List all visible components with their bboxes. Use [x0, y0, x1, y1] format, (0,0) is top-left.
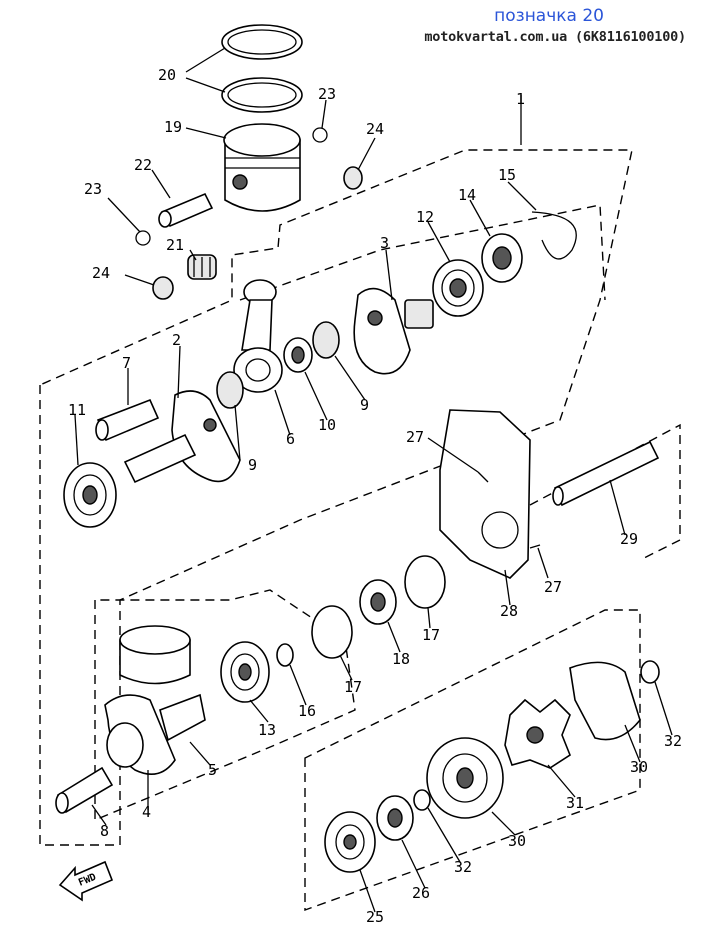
callout-label: 20: [158, 66, 176, 84]
callout-label: 27: [406, 428, 424, 446]
oil-seal-17-left: [311, 605, 353, 659]
callout-label: 10: [318, 416, 336, 434]
coupling-housing-30-left: [426, 737, 504, 819]
callout-label: 21: [166, 236, 184, 254]
callout-label: 25: [366, 908, 384, 926]
callout-label: 3: [380, 234, 389, 252]
bearing-11: [63, 462, 117, 528]
dowel-pin-upper: [477, 471, 489, 483]
washer-top: [343, 166, 363, 190]
leader-lines: [74, 47, 673, 913]
ring-16: [276, 643, 294, 667]
group-outline-lower-right: [304, 609, 641, 911]
callout-label: 28: [500, 602, 518, 620]
callout-label: 23: [84, 180, 102, 198]
source-watermark: motokvartal.com.ua (6K8116100100): [424, 29, 686, 45]
callout-label: 18: [392, 650, 410, 668]
callout-label: 26: [412, 884, 430, 902]
callout-label: 22: [134, 156, 152, 174]
snap-ring-15: [531, 211, 577, 260]
gasket-28-bore: [481, 511, 519, 549]
crank-bearing-10: [283, 337, 313, 373]
callout-label: 14: [458, 186, 476, 204]
washer-9-right: [312, 321, 340, 359]
piston-rings: [221, 24, 303, 113]
circlip-top: [312, 127, 328, 143]
crank-pin-8: [55, 766, 114, 814]
needle-bearing: [187, 254, 217, 280]
group-outline-crank: [239, 204, 606, 301]
callout-label: 9: [248, 456, 257, 474]
callout-label: 4: [142, 803, 151, 821]
page-title: позначка 20: [494, 6, 604, 26]
connecting-rod: [233, 279, 283, 393]
callout-label: 7: [122, 354, 131, 372]
callout-label: 19: [164, 118, 182, 136]
callout-label: 12: [416, 208, 434, 226]
crank-assembly-lower: [104, 625, 206, 776]
callout-label: 2: [172, 331, 181, 349]
washer-32-left: [413, 789, 431, 811]
callout-label: 1: [516, 90, 525, 108]
bearing-13: [220, 641, 270, 703]
callout-label: 11: [68, 401, 86, 419]
crank-pin-7: [95, 398, 160, 442]
washer-9-left: [216, 371, 244, 409]
callout-label: 24: [92, 264, 110, 282]
damper-31: [504, 698, 571, 769]
callout-label: 23: [318, 85, 336, 103]
callout-label: 29: [620, 530, 638, 548]
callout-label: 6: [286, 430, 295, 448]
piston-pin: [158, 192, 214, 228]
washer-left: [152, 276, 174, 300]
drive-shaft-29: [552, 440, 660, 507]
callout-label: 30: [508, 832, 526, 850]
group-outline-lower-left: [94, 589, 356, 822]
shaft-outline-29: [529, 423, 681, 561]
crankshaft-half-2: [123, 390, 241, 484]
callout-label: 9: [360, 396, 369, 414]
callout-label: 24: [366, 120, 384, 138]
crankshaft-half-3: [353, 287, 434, 375]
callout-label: 13: [258, 721, 276, 739]
callout-label: 32: [664, 732, 682, 750]
callout-label: 32: [454, 858, 472, 876]
circlip-left: [135, 230, 151, 246]
callout-label: 16: [298, 702, 316, 720]
oil-seal-17-right: [404, 555, 446, 609]
callout-label: 17: [344, 678, 362, 696]
oil-seal-14: [481, 233, 523, 283]
forward-arrow: FWD: [58, 860, 114, 902]
bearing-12: [432, 259, 484, 317]
callout-label: 27: [544, 578, 562, 596]
bearing-18: [359, 579, 397, 625]
callout-label: 5: [208, 761, 217, 779]
coupling-housing-30-right: [569, 661, 641, 741]
piston: [223, 123, 301, 212]
callout-label: 8: [100, 822, 109, 840]
callout-label: 31: [566, 794, 584, 812]
callout-label: 17: [422, 626, 440, 644]
dowel-pin-lower: [529, 544, 541, 549]
callout-label: 15: [498, 166, 516, 184]
callout-label: 30: [630, 758, 648, 776]
bearing-25: [324, 811, 376, 873]
callout-labels: 1 2 3 4 5 6 7 8 9 9 10 11 12 13 14 15 16…: [68, 66, 682, 926]
bearing-26: [376, 795, 414, 841]
gasket-28: [439, 409, 531, 579]
washer-32-right: [640, 660, 660, 684]
